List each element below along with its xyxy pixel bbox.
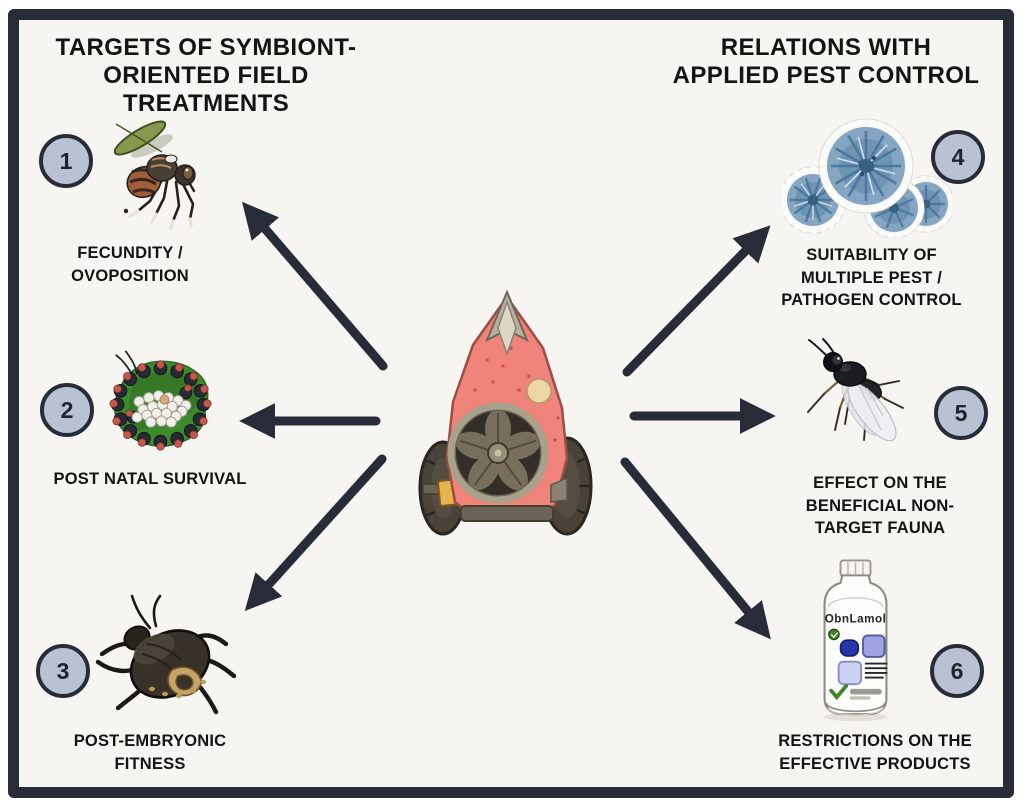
egg-cluster-icon [109, 350, 212, 451]
left-section-title: TARGETS OF SYMBIONT- ORIENTED FIELD TREA… [40, 34, 372, 118]
item-6-number-badge: 6 [930, 644, 984, 698]
item-3-label-line: POST-EMBRYONIC [73, 732, 227, 750]
item-5-label-line: BENEFICIAL NON- [805, 496, 955, 515]
fungal-colonies-icon [782, 118, 952, 238]
item-1-label-line: FECUNDITY / [77, 244, 183, 262]
bottle-label-text: ObnLamol [825, 612, 887, 625]
item-3-label-line: FITNESS [114, 754, 186, 773]
item-3-number-badge: 3 [36, 644, 90, 698]
left-title-line: TREATMENTS [122, 90, 290, 117]
item-4-label-line: PATHOGEN CONTROL [781, 291, 962, 309]
left-title-line: TARGETS OF SYMBIONT- [55, 34, 357, 61]
item-1-label: FECUNDITY / OVOPOSITION [30, 242, 230, 287]
item-4-label-line: MULTIPLE PEST / [800, 268, 943, 287]
item-6-label-line: RESTRICTIONS ON THE [778, 732, 972, 750]
item-5-number-badge: 5 [934, 386, 988, 440]
item-6-label: RESTRICTIONS ON THE EFFECTIVE PRODUCTS [765, 730, 985, 775]
item-5-label-line: EFFECT ON THE [813, 474, 947, 492]
item-1-label-line: OVOPOSITION [71, 266, 189, 285]
stink-bug-nymph-icon [95, 594, 237, 715]
item-5-label-line: TARGET FAUNA [814, 519, 946, 537]
item-2-number-badge: 2 [40, 383, 94, 437]
item-3-label: POST-EMBRYONIC FITNESS [40, 730, 260, 775]
item-6-label-line: EFFECTIVE PRODUCTS [779, 754, 971, 773]
right-title-line: RELATIONS WITH [720, 34, 932, 61]
olive-fruit-fly-icon [113, 120, 196, 230]
item-1-number-badge: 1 [39, 134, 93, 188]
item-2-label-line: POST NATAL SURVIVAL [53, 470, 247, 488]
right-title-line: APPLIED PEST CONTROL [672, 62, 980, 89]
pesticide-bottle-icon: ObnLamol [823, 559, 888, 722]
item-4-number-badge: 4 [931, 130, 985, 184]
parasitoid-wasp-icon [807, 338, 904, 442]
left-title-line: ORIENTED FIELD [103, 62, 309, 89]
right-section-title: RELATIONS WITH APPLIED PEST CONTROL [650, 34, 1002, 90]
item-2-label: POST NATAL SURVIVAL [40, 468, 260, 491]
item-4-label: SUITABILITY OF MULTIPLE PEST / PATHOGEN … [764, 244, 979, 312]
orchard-sprayer-icon [418, 290, 593, 536]
item-5-label: EFFECT ON THE BENEFICIAL NON- TARGET FAU… [772, 472, 988, 540]
item-4-label-line: SUITABILITY OF [806, 246, 937, 264]
